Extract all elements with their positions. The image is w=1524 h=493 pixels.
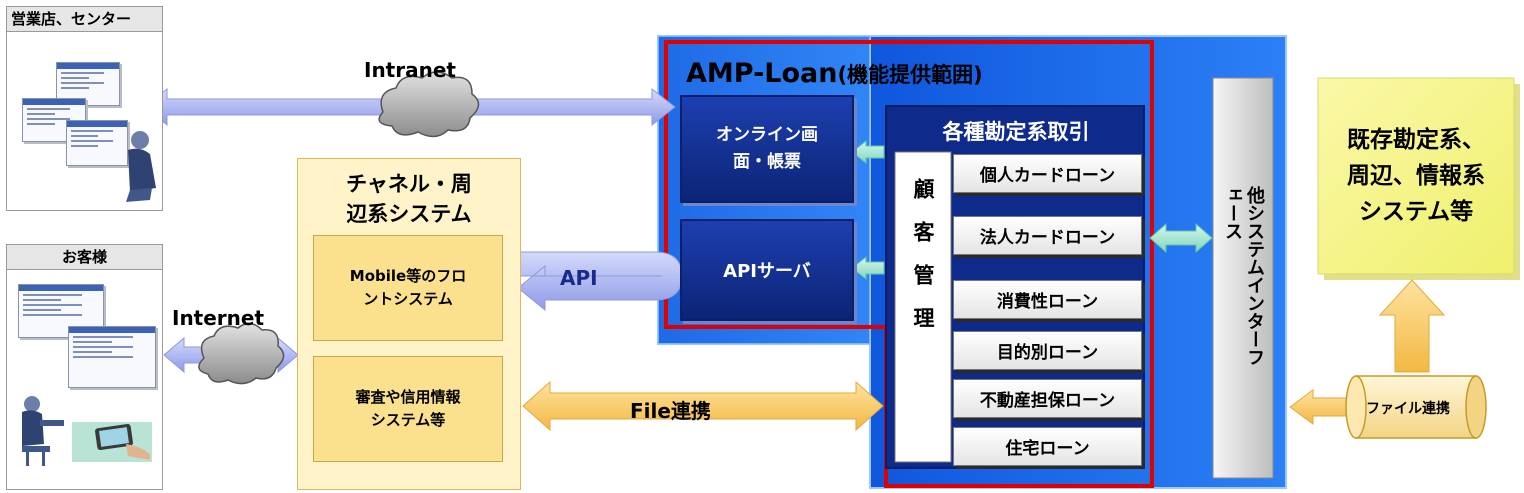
interface-label: 他システムインターフェース [1222,186,1265,366]
internet-label: Internet [172,306,265,330]
loan-item-consumer: 消費性ローン [953,280,1142,319]
customer-mgmt-label: 顧客管理 [911,178,935,350]
computer-screen-icon [66,120,128,166]
green-double-arrow [1149,222,1213,254]
api-label: API [560,266,598,290]
loan-item-real-estate: 不動産担保ローン [953,379,1142,418]
accounts-title: 各種勘定系取引 [942,120,1090,144]
channel-title: チャネル・周辺系システム [346,172,472,226]
scope-outline [664,40,1154,488]
customer-label: お客様 [7,245,162,270]
loan-item-purpose: 目的別ローン [953,331,1142,370]
mobile-front-box: Mobile等のフロントシステム [313,235,503,341]
loan-item-corporate-card: 法人カードローン [953,216,1142,255]
loan-item-personal-card: 個人カードローン [953,154,1142,193]
computer-screen-icon [68,326,156,388]
green-arrow-2 [851,255,885,281]
file-link-label: File連携 [630,399,711,423]
up-arrow [1378,279,1446,373]
amp-title: AMP-Loan(機能提供範囲) [686,58,983,89]
left-arrow [1289,389,1349,425]
api-arrow [513,251,683,312]
online-screen-box: オンライン画面・帳票 [680,95,854,203]
green-arrow-1 [851,139,885,165]
file-cylinder-label: ファイル連携 [1366,401,1450,417]
cloud-icon [198,322,285,385]
api-server-box: APIサーバ [680,219,854,321]
credit-system-box: 審査や信用情報システム等 [313,356,503,462]
customer-mgmt-column [894,151,952,463]
cloud-icon [378,71,480,138]
loan-item-housing: 住宅ローン [953,427,1142,466]
cylinder-icon [1345,375,1487,439]
interface-bar [1212,77,1274,479]
existing-systems-box [1317,77,1515,275]
amp-title-sub: (機能提供範囲) [837,63,983,87]
intranet-label: Intranet [364,58,456,82]
amp-title-main: AMP-Loan [686,58,838,89]
existing-systems-label: 既存勘定系、周辺、情報系システム等 [1347,127,1485,225]
file-link-arrow [522,380,884,432]
branch-label: 営業店、センター [7,7,162,32]
